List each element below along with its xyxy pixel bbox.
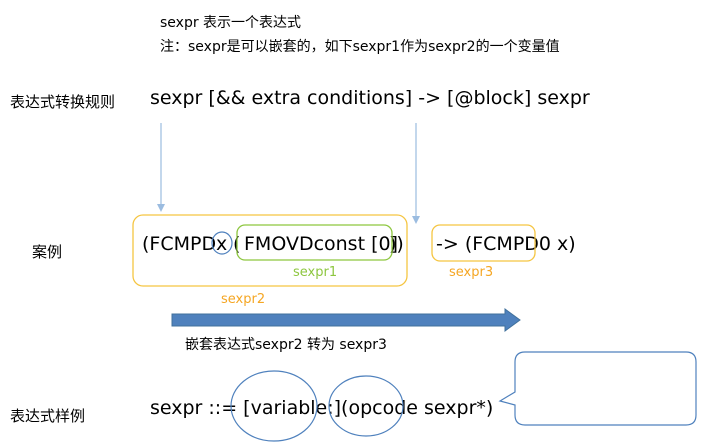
example-text: sexpr ::= [variable:](opcode sexpr*) [150, 397, 494, 419]
callout-variable-line: variable : 匹配的变量 [547, 376, 659, 389]
case-close-parens: )) [389, 233, 404, 255]
case-label: 案例 [32, 243, 63, 261]
nest-arrow [171, 308, 521, 332]
sexpr3-tag: sexpr3 [449, 265, 494, 280]
rule-text: sexpr [&& extra conditions] -> [@block] … [150, 87, 590, 109]
case-open-paren: ( [233, 233, 241, 255]
example-label: 表达式样例 [10, 407, 86, 425]
case-x-variable: x [216, 233, 228, 255]
note-sexpr-definition: sexpr 表示一个表达式 [160, 15, 302, 31]
rule-label: 表达式转换规则 [10, 93, 116, 111]
callout-opcode-line: opcode : 操作符 [561, 391, 645, 404]
case-fmovdconst-text: FMOVDconst [0] [244, 233, 398, 255]
sexpr2-tag: sexpr2 [221, 292, 266, 307]
pointer-arrow-sexpr-head [157, 204, 165, 212]
case-fcmpd-text: (FCMPD [142, 233, 217, 255]
pointer-arrow-result-head [412, 216, 420, 224]
sexpr1-tag: sexpr1 [293, 265, 338, 280]
note-nesting: 注：sexpr是可以嵌套的，如下sexpr1作为sexpr2的一个变量值 [160, 39, 560, 55]
nest-arrow-label: 嵌套表达式sexpr2 转为 sexpr3 [185, 337, 387, 353]
case-result-text: -> (FCMPD0 x) [436, 233, 576, 255]
